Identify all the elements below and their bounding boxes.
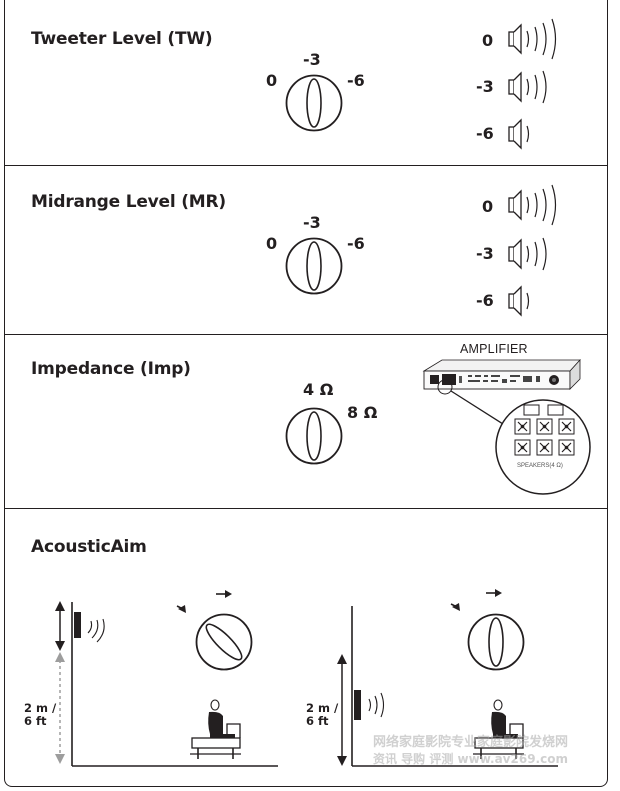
speaker-icon: [508, 237, 547, 271]
tweeter-step-label-2: -6: [476, 124, 494, 143]
left-height-label: 2 m / 6 ft: [24, 701, 57, 729]
right-height-label: 2 m / 6 ft: [306, 701, 339, 729]
midrange-knob-label-right: -6: [347, 234, 365, 253]
tweeter-level-knob[interactable]: [284, 73, 344, 133]
panel-frame: [4, 0, 608, 787]
section-divider: [4, 508, 608, 509]
impedance-title: Impedance (Imp): [31, 359, 191, 379]
listener-figure: [190, 699, 241, 759]
section-divider: [4, 334, 608, 335]
tweeter-knob-label-right: -6: [347, 71, 365, 90]
speaker-icon: [508, 184, 557, 226]
amplifier-label: AMPLIFIER: [460, 342, 528, 356]
tweeter-step-label-1: -3: [476, 77, 494, 96]
midrange-step-label-0: 0: [482, 197, 494, 216]
impedance-knob-label-top: 4 Ω: [303, 380, 334, 399]
speaker-icon: [508, 70, 547, 104]
tweeter-knob-label-left: 0: [266, 71, 278, 90]
acousticaim-title: AcousticAim: [31, 537, 147, 557]
amplifier-illustration: [422, 358, 591, 495]
acousticaim-scene-low: [337, 589, 558, 767]
midrange-knob-label-left: 0: [266, 234, 278, 253]
midrange-step-label-2: -6: [476, 291, 494, 310]
impedance-knob[interactable]: [284, 406, 344, 466]
midrange-level-knob[interactable]: [284, 236, 344, 296]
watermark-line-1: 网络家庭影院专业家庭影院发烧网: [373, 735, 569, 750]
watermark-line-2: 资讯 导购 评测 www.av269.com: [373, 752, 568, 766]
tweeter-knob-label-top: -3: [303, 50, 321, 69]
speaker-icon: [508, 285, 530, 317]
midrange-knob-label-top: -3: [303, 213, 321, 232]
impedance-knob-label-right: 8 Ω: [347, 403, 378, 422]
midrange-title: Midrange Level (MR): [31, 192, 226, 212]
tweeter-title: Tweeter Level (TW): [31, 29, 213, 49]
tweeter-step-label-0: 0: [482, 31, 494, 50]
acousticaim-scene-high: [55, 590, 278, 767]
speaker-icon: [508, 18, 557, 60]
speakers-label: SPEAKERS(4 Ω): [517, 463, 563, 469]
section-divider: [4, 165, 608, 166]
listener-figure: [473, 699, 524, 759]
midrange-step-label-1: -3: [476, 244, 494, 263]
speaker-icon: [508, 118, 530, 150]
